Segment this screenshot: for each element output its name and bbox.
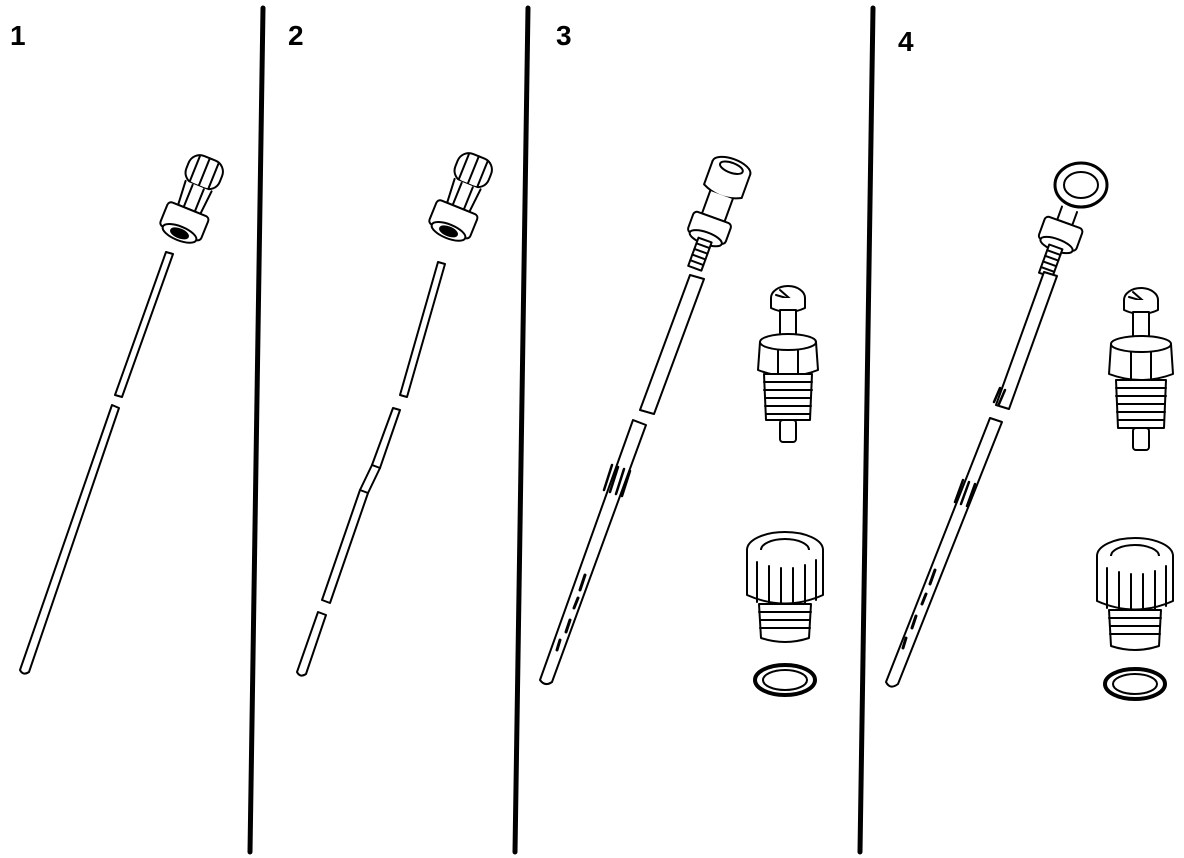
panel-label-3: 3 bbox=[556, 20, 572, 51]
divider-3-4 bbox=[857, 5, 876, 855]
panel-label-2: 2 bbox=[288, 20, 304, 51]
dipstick-3-knurl bbox=[602, 463, 632, 498]
dipstick-2-blade-upper bbox=[399, 261, 446, 398]
dipstick-4-blade-upper bbox=[995, 271, 1058, 410]
sensor-4 bbox=[1108, 287, 1174, 451]
dipstick-3 bbox=[539, 155, 752, 686]
divider-2-3 bbox=[512, 5, 531, 855]
panel-label-1: 1 bbox=[10, 20, 26, 51]
dipstick-1-blade-upper bbox=[114, 251, 174, 398]
dipstick-4-ring bbox=[1053, 161, 1109, 209]
cap-3 bbox=[746, 531, 824, 643]
dipstick-2-handle bbox=[428, 152, 493, 242]
dipstick-2-blade-tip bbox=[296, 611, 327, 677]
dipstick-1-blade-lower bbox=[19, 404, 120, 675]
divider-1-2 bbox=[247, 5, 266, 855]
dipstick-2-blade-mid bbox=[321, 407, 401, 604]
o-ring-4 bbox=[1103, 667, 1167, 701]
dipstick-4 bbox=[885, 161, 1109, 688]
dipstick-4-marks bbox=[901, 568, 937, 650]
o-ring-3 bbox=[753, 663, 817, 697]
dipstick-3-blade-lower bbox=[539, 419, 647, 686]
dipstick-3-handle bbox=[687, 155, 752, 272]
dipstick-1 bbox=[19, 154, 224, 675]
dipstick-3-marks bbox=[555, 573, 587, 652]
sensor-3 bbox=[757, 285, 819, 443]
cap-4 bbox=[1096, 537, 1174, 651]
dipstick-1-handle bbox=[159, 154, 224, 244]
panel-label-4: 4 bbox=[898, 26, 914, 57]
dipstick-3-blade-upper bbox=[639, 274, 705, 415]
dipstick-4-handle bbox=[1037, 205, 1084, 279]
dipstick-4-knurl-lower bbox=[953, 478, 977, 508]
dipstick-4-knurl bbox=[992, 386, 1007, 406]
dipstick-2 bbox=[296, 152, 493, 677]
